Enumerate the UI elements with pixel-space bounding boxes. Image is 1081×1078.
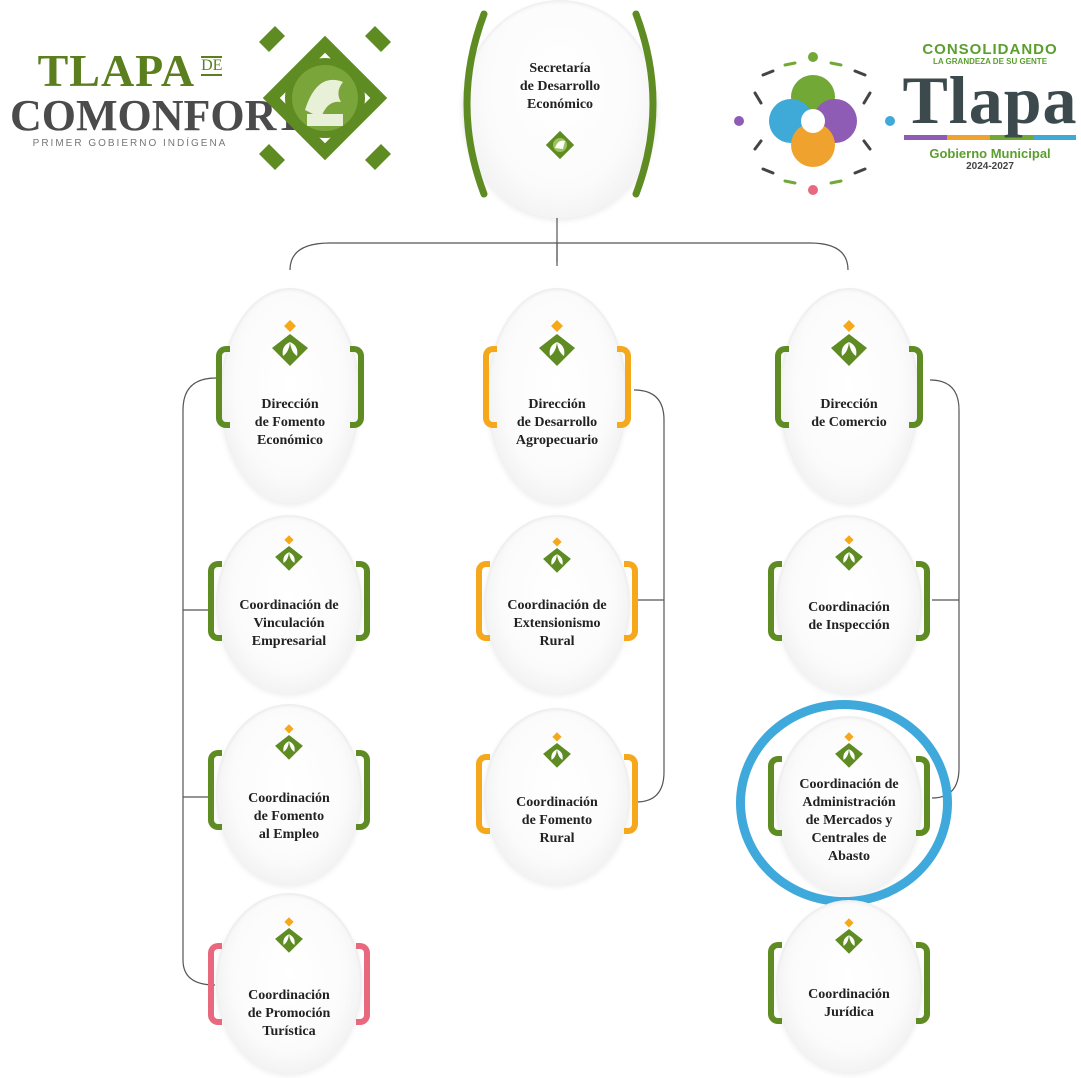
node-bracket-right bbox=[624, 561, 638, 641]
node-coordinacion-extensionismo-rural: Coordinación de Extensionismo Rural bbox=[476, 515, 638, 693]
node-bubble bbox=[776, 515, 922, 693]
logo-consolidando-text: CONSOLIDANDO bbox=[922, 41, 1058, 58]
node-label: Secretaría de Desarrollo Económico bbox=[519, 61, 601, 112]
node-bracket-right bbox=[624, 754, 638, 834]
sprout-leaf-icon bbox=[539, 320, 575, 366]
node-bracket-left bbox=[216, 346, 230, 428]
sprout-leaf-icon bbox=[275, 724, 303, 760]
node-bracket-right bbox=[916, 561, 930, 641]
node-bracket-left bbox=[476, 561, 490, 641]
node-bracket-left bbox=[476, 754, 490, 834]
node-coordinacion-fomento-rural: Coordinación de Fomento Rural bbox=[476, 708, 638, 884]
sprout-leaf-icon bbox=[835, 535, 863, 571]
logo-tlapa-wordmark: Tlapa bbox=[902, 62, 1078, 138]
sprout-leaf-icon bbox=[275, 917, 303, 953]
node-coordinacion-vinculacion-empresarial: Coordinación de Vinculación Empresarial bbox=[208, 515, 370, 693]
sprout-leaf-icon bbox=[543, 732, 571, 768]
logo-years-text: 2024-2027 bbox=[966, 161, 1014, 172]
logo-color-stripe bbox=[904, 135, 1076, 140]
node-bubble bbox=[462, 0, 658, 218]
sprout-leaf-icon bbox=[831, 320, 867, 366]
tlapa-flower-emblem-icon bbox=[734, 52, 895, 195]
node-label: Dirección de Fomento Económico bbox=[254, 397, 326, 448]
node-secretaria: Secretaría de Desarrollo Económico bbox=[462, 0, 658, 218]
node-bracket-right bbox=[356, 750, 370, 830]
logo-tagline: PRIMER GOBIERNO INDÍGENA bbox=[32, 138, 228, 149]
node-bracket-right bbox=[909, 346, 923, 428]
node-bracket-right bbox=[350, 346, 364, 428]
node-bubble bbox=[776, 900, 922, 1072]
node-bracket-left bbox=[768, 942, 782, 1024]
node-arc-brackets bbox=[463, 10, 657, 198]
tlapa-gobierno-logo: CONSOLIDANDO LA GRANDEZA DE SU GENTE Tla… bbox=[900, 42, 1080, 173]
node-direccion-comercio: Dirección de Comercio bbox=[775, 288, 923, 503]
node-bracket-left bbox=[208, 943, 222, 1025]
node-bracket-right bbox=[617, 346, 631, 428]
sprout-leaf-icon bbox=[275, 535, 303, 571]
seal-mini-icon bbox=[545, 130, 575, 160]
logo-de-text: DE bbox=[201, 56, 223, 76]
node-direccion-fomento-economico: Dirección de Fomento Económico bbox=[216, 288, 364, 503]
node-bubble bbox=[216, 515, 362, 693]
node-coordinacion-fomento-empleo: Coordinación de Fomento al Empleo bbox=[208, 704, 370, 884]
node-coordinacion-juridica: Coordinación Jurídica bbox=[768, 900, 930, 1072]
node-coordinacion-promocion-turistica: Coordinación de Promoción Turística bbox=[208, 893, 370, 1073]
node-bracket-left bbox=[208, 561, 222, 641]
municipal-seal-icon bbox=[259, 26, 391, 170]
node-bracket-left bbox=[483, 346, 497, 428]
node-bracket-right bbox=[356, 561, 370, 641]
sprout-leaf-icon bbox=[543, 537, 571, 573]
node-bracket-left bbox=[208, 750, 222, 830]
node-label: Coordinación de Fomento Rural bbox=[516, 795, 598, 846]
sprout-leaf-icon bbox=[835, 918, 863, 954]
node-label: Coordinación de Vinculación Empresarial bbox=[239, 598, 339, 649]
logo-gobierno-text: Gobierno Municipal bbox=[929, 146, 1051, 161]
node-label: Coordinación de Inspección bbox=[808, 600, 890, 633]
logo-tlapa-text: TLAPA bbox=[37, 45, 196, 96]
node-label: Dirección de Comercio bbox=[811, 397, 887, 430]
logo-comonfort-text: COMONFORT bbox=[10, 91, 305, 140]
node-bubble bbox=[216, 704, 362, 884]
node-label: Coordinación Jurídica bbox=[808, 987, 890, 1020]
node-coordinacion-inspeccion: Coordinación de Inspección bbox=[768, 515, 930, 693]
node-label: Coordinación de Extensionismo Rural bbox=[507, 598, 607, 649]
node-bracket-left bbox=[775, 346, 789, 428]
node-bracket-left bbox=[768, 561, 782, 641]
node-label: Coordinación de Promoción Turística bbox=[247, 988, 331, 1039]
node-label: Coordinación de Fomento al Empleo bbox=[248, 791, 330, 842]
node-label: Dirección de Desarrollo Agropecuario bbox=[515, 397, 599, 448]
node-direccion-desarrollo-agropecuario: Dirección de Desarrollo Agropecuario bbox=[483, 288, 631, 503]
node-bracket-right bbox=[916, 942, 930, 1024]
highlight-circle bbox=[736, 700, 952, 906]
sprout-leaf-icon bbox=[272, 320, 308, 366]
logo-slogan-text: LA GRANDEZA DE SU GENTE bbox=[932, 57, 1048, 66]
node-bracket-right bbox=[356, 943, 370, 1025]
